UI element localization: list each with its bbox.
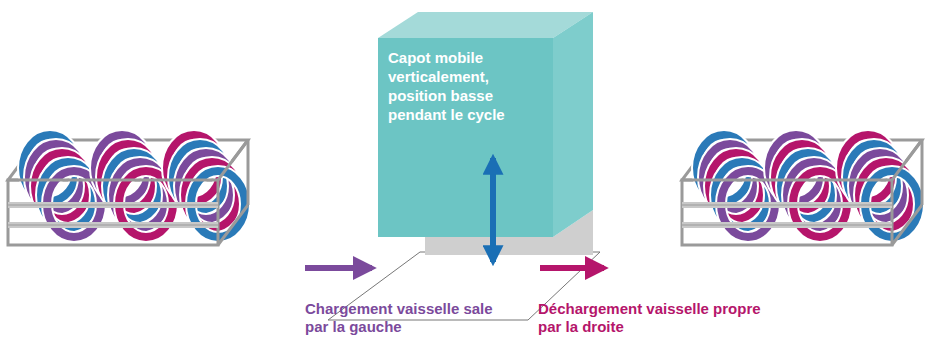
load-arrow [305,265,372,271]
hood-box: Capot mobile verticalement, position bas… [378,38,553,237]
load-label: Chargement vaisselle sale par la gauche [305,300,505,336]
hood-side [553,12,593,237]
vertical-arrow [490,158,496,262]
hood-label: Capot mobile verticalement, position bas… [388,48,528,124]
unload-label: Déchargement vaisselle propre par la dro… [538,300,788,336]
unload-arrow [540,265,604,271]
dirty-rack [8,135,248,245]
clean-rack [682,135,922,245]
hood-front [378,38,553,237]
